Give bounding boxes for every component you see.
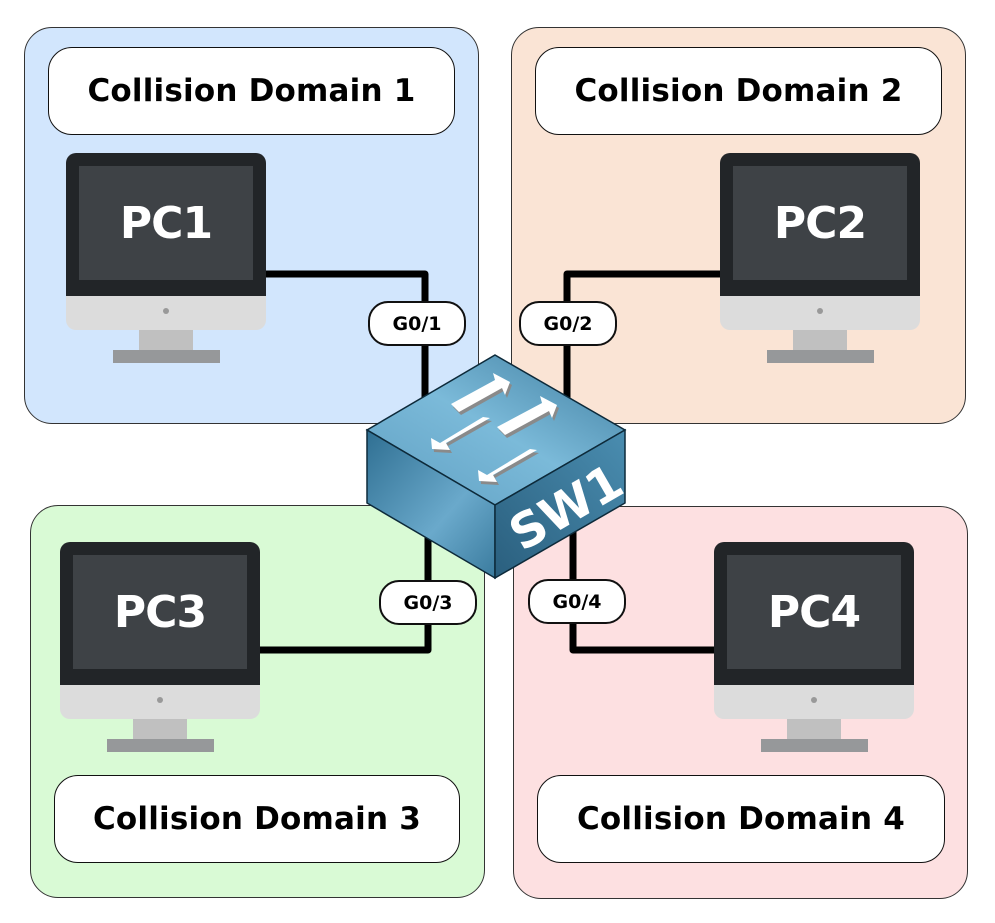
pc3-label: PC3 (73, 555, 247, 669)
switch-icon[interactable]: SW1 (360, 350, 630, 585)
switch-right-face (494, 428, 626, 580)
pc2-computer-icon[interactable]: PC2 (720, 153, 920, 363)
pc4-label: PC4 (727, 555, 901, 669)
pc1-computer-icon[interactable]: PC1 (66, 153, 266, 363)
switch-arrows-icon (431, 373, 559, 485)
monitor-dot (811, 697, 817, 703)
monitor-base (113, 350, 220, 363)
monitor-stand (139, 330, 193, 350)
pc1-label: PC1 (79, 166, 253, 280)
monitor-dot (817, 308, 823, 314)
port-label-g0-3: G0/3 (379, 580, 477, 625)
pc4-computer-icon[interactable]: PC4 (714, 542, 914, 752)
monitor-stand (133, 719, 187, 739)
monitor-base (761, 739, 868, 752)
collision-domain-4-label: Collision Domain 4 (537, 775, 945, 863)
monitor-stand (793, 330, 847, 350)
port-label-g0-1: G0/1 (368, 301, 466, 346)
monitor-base (107, 739, 214, 752)
collision-domain-2-label: Collision Domain 2 (535, 47, 942, 135)
pc3-computer-icon[interactable]: PC3 (60, 542, 260, 752)
collision-domain-1-label: Collision Domain 1 (48, 47, 455, 135)
monitor-dot (157, 697, 163, 703)
port-label-g0-2: G0/2 (519, 301, 617, 346)
monitor-dot (163, 308, 169, 314)
port-label-g0-4: G0/4 (528, 579, 626, 624)
monitor-stand (787, 719, 841, 739)
collision-domain-3-label: Collision Domain 3 (54, 775, 460, 863)
pc2-label: PC2 (733, 166, 907, 280)
monitor-base (767, 350, 874, 363)
